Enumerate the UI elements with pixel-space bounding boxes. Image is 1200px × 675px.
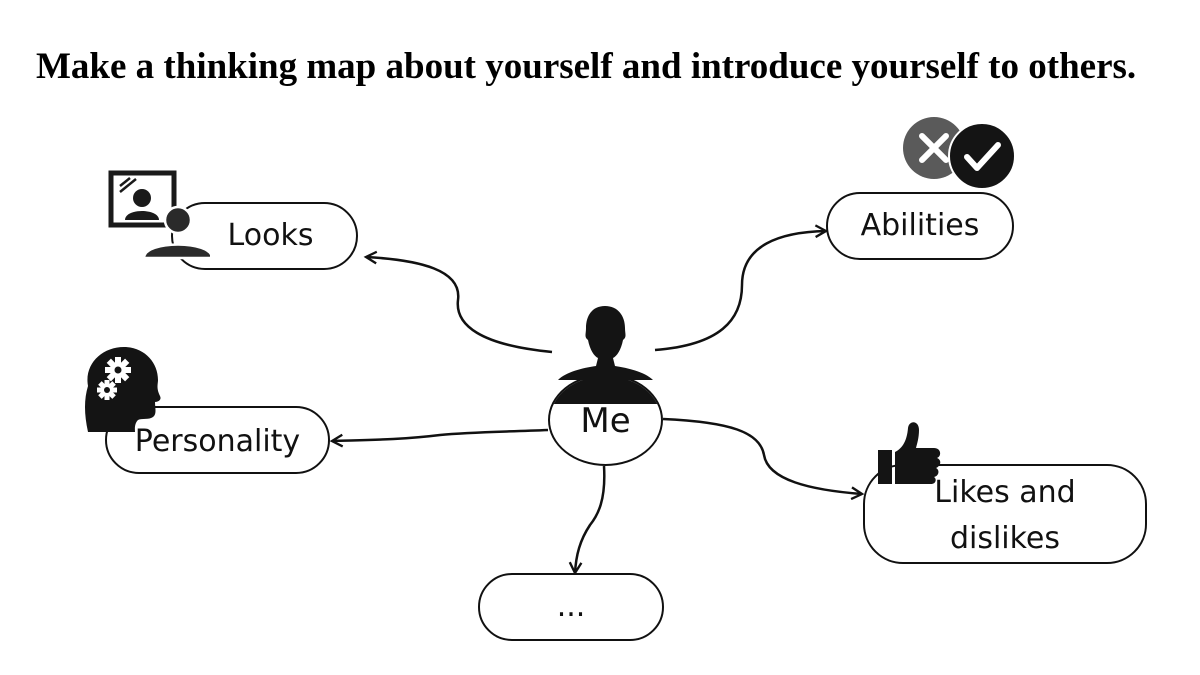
page-title: Make a thinking map about yourself and i… [36,46,1137,87]
head-gears-icon [85,347,161,432]
node-personality: Personality [105,406,330,474]
node-looks-label: Looks [227,218,314,253]
connector-likes [662,417,862,494]
node-me-label: Me [580,401,631,441]
thumbs-up-icon [878,422,941,484]
connector-looks [366,257,553,354]
portrait-mirror-icon [108,170,210,260]
node-me: Me [548,374,663,466]
node-personality-label: Personality [134,424,301,459]
node-abilities-label: Abilities [860,208,980,243]
node-more: ... [478,573,664,641]
person-silhouette-icon [558,306,653,380]
node-likes-dislikes-label: Likes and dislikes [934,475,1076,556]
node-abilities: Abilities [826,192,1014,260]
person-shoulders-icon [550,378,661,404]
node-more-label: ... [556,589,586,624]
node-likes-dislikes: Likes and dislikes [863,464,1147,564]
connector-abilities [654,231,826,352]
connector-personality [332,428,549,441]
cross-check-icon [903,117,1016,190]
connector-more [575,465,606,573]
